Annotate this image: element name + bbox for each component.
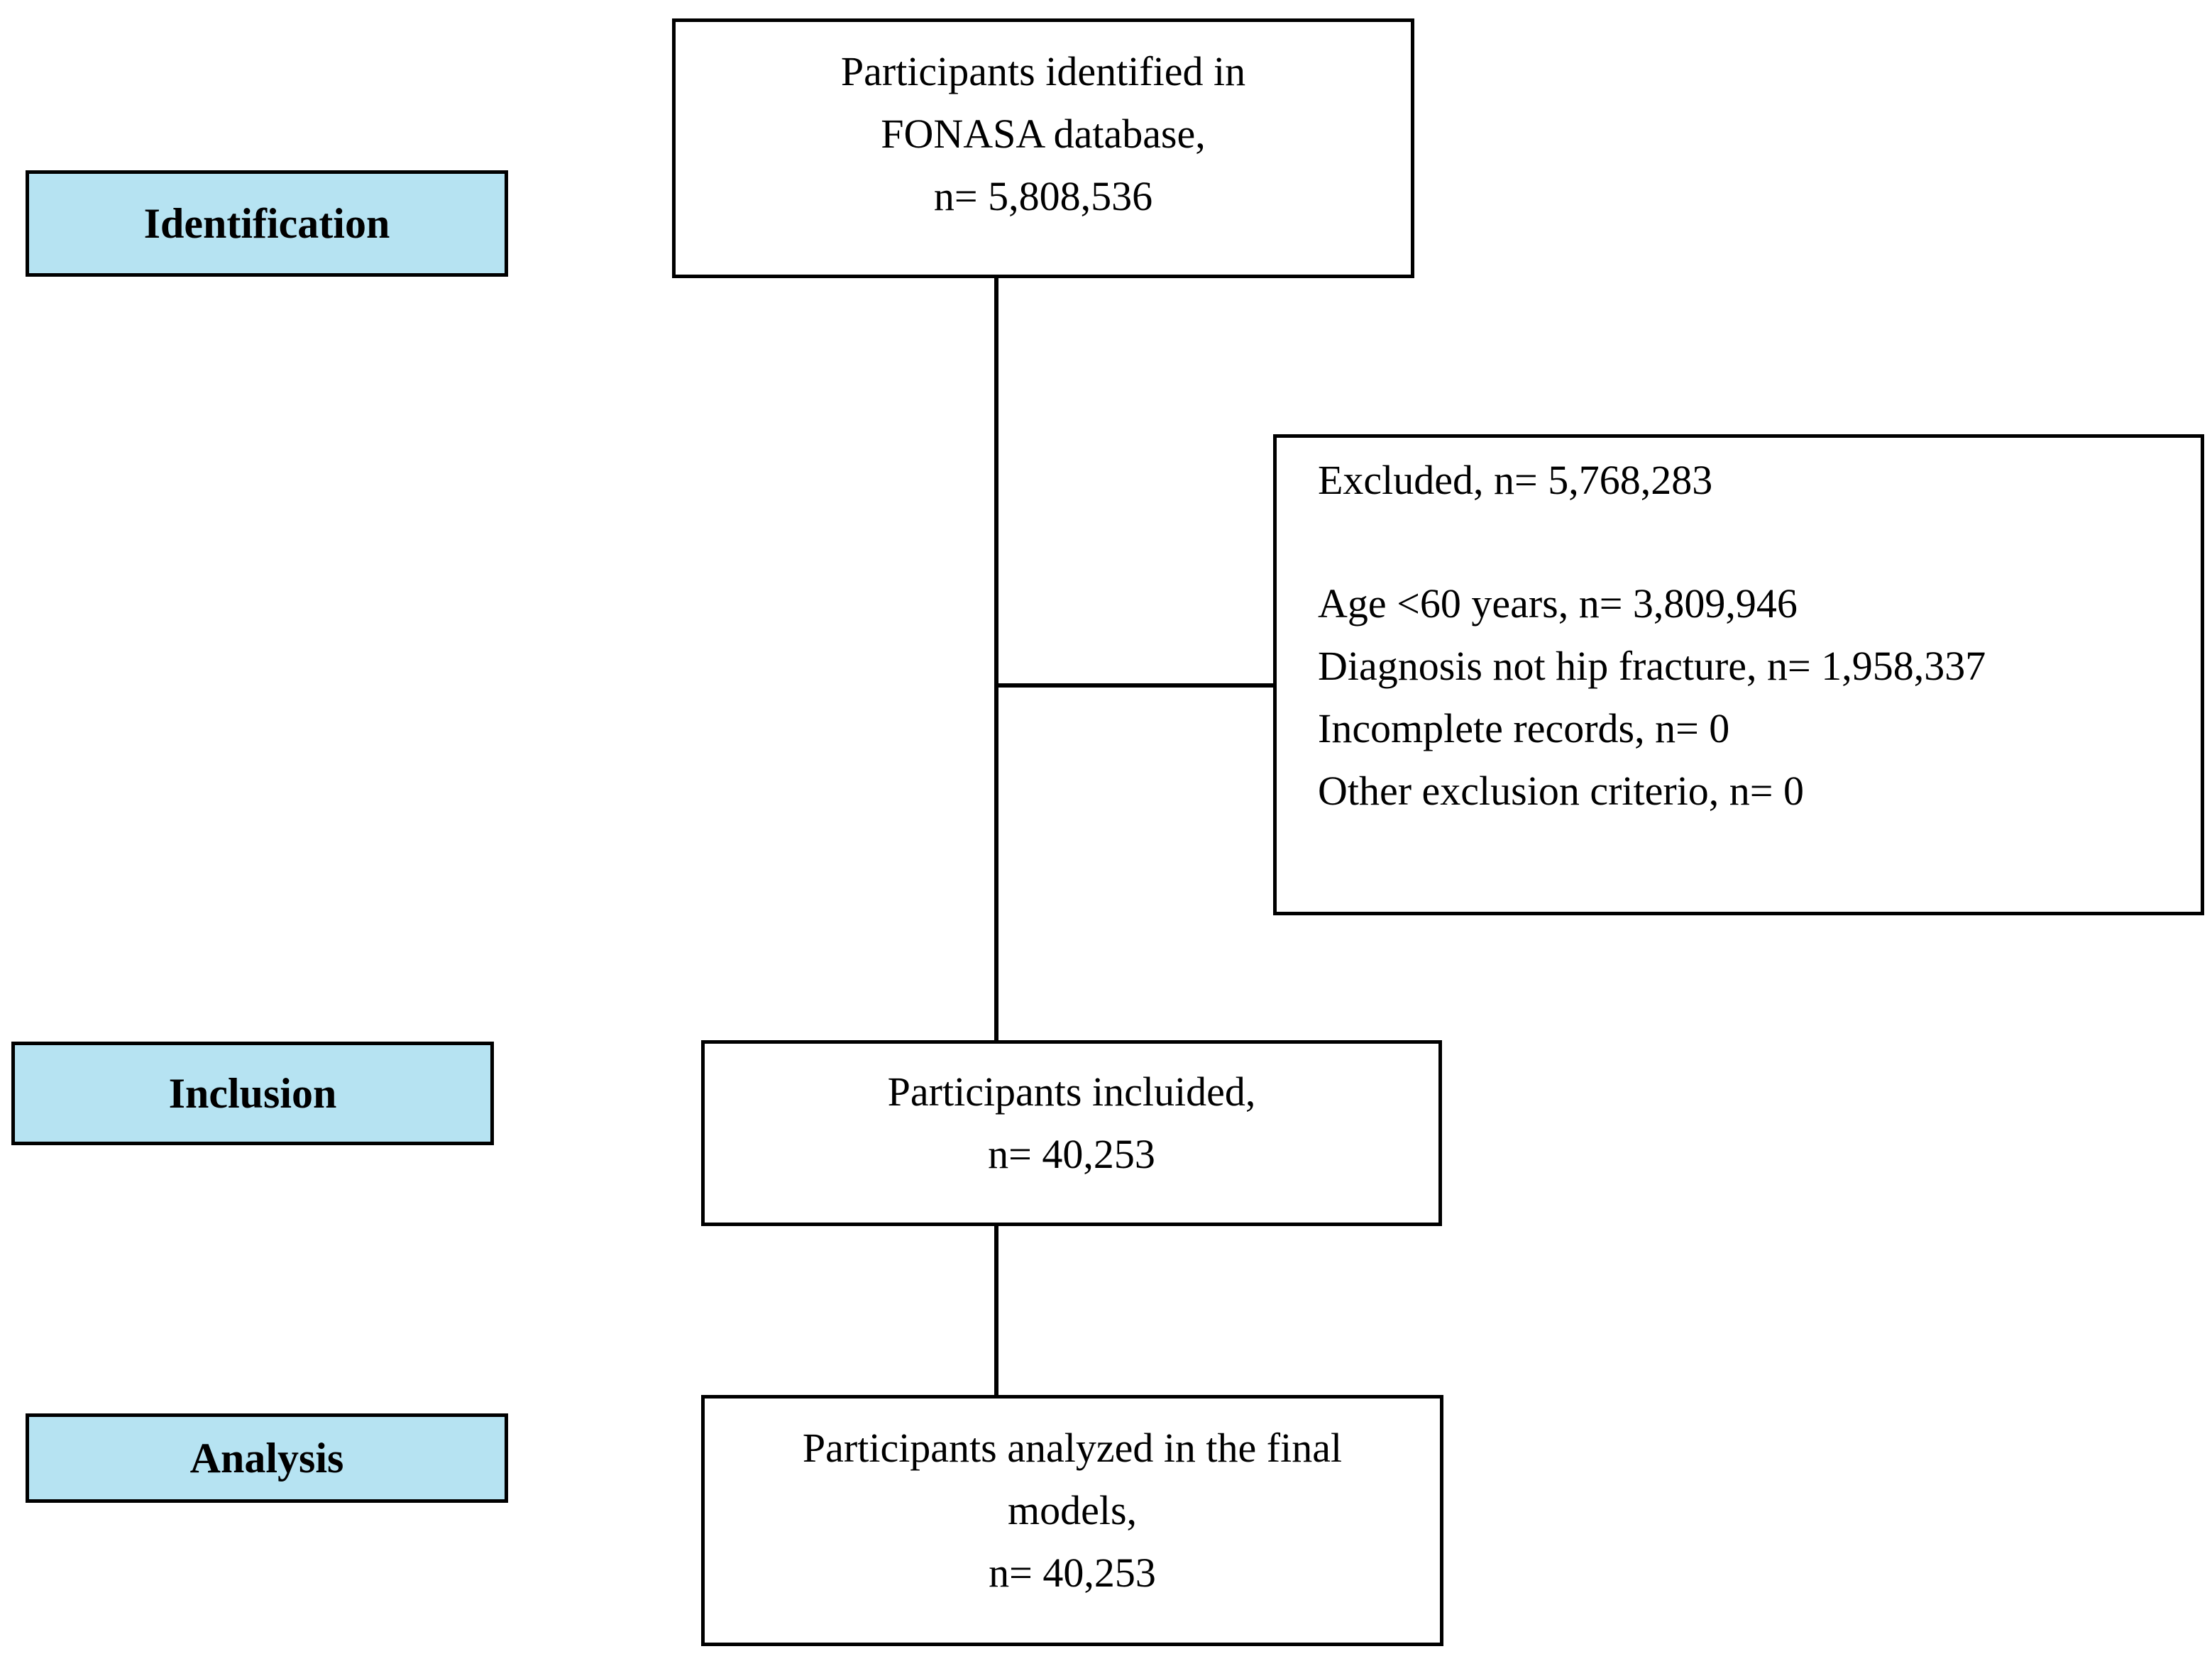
identified-box-line1: Participants identified in [840,48,1246,94]
stage-label-analysis-text: Analysis [189,1434,344,1482]
analyzed-box-line1: Participants analyzed in the final [802,1425,1343,1471]
connector-identified-to-included [994,278,998,1042]
excluded-criterion-diagnosis: Diagnosis not hip fracture, n= 1,958,337 [1318,643,1986,689]
identified-box: Participants identified in FONASA databa… [672,18,1414,278]
stage-label-analysis: Analysis [26,1413,508,1503]
stage-label-inclusion-text: Inclusion [168,1069,337,1117]
analyzed-box: Participants analyzed in the final model… [701,1395,1443,1646]
excluded-criterion-other: Other exclusion criterio, n= 0 [1318,768,1805,814]
excluded-criterion-age: Age <60 years, n= 3,809,946 [1318,580,1798,627]
identified-box-count: n= 5,808,536 [933,173,1153,219]
connector-excluded-branch [994,683,1275,688]
stage-label-identification-text: Identification [143,199,390,247]
identified-box-line2: FONASA database, [881,111,1206,157]
connector-included-to-analyzed [994,1225,998,1396]
analyzed-box-line2: models, [1007,1487,1138,1533]
included-box-count: n= 40,253 [988,1131,1155,1177]
excluded-criteria-list: Age <60 years, n= 3,809,946 Diagnosis no… [1318,573,2184,822]
stage-label-inclusion: Inclusion [11,1042,494,1145]
included-box-line1: Participants incluided, [887,1069,1256,1115]
excluded-box: Excluded, n= 5,768,283 Age <60 years, n=… [1273,434,2204,915]
stage-label-identification: Identification [26,170,508,277]
analyzed-box-count: n= 40,253 [989,1550,1156,1596]
excluded-criterion-incomplete: Incomplete records, n= 0 [1318,705,1730,751]
excluded-box-title: Excluded, n= 5,768,283 [1318,457,1713,503]
included-box: Participants incluided, n= 40,253 [701,1040,1442,1226]
